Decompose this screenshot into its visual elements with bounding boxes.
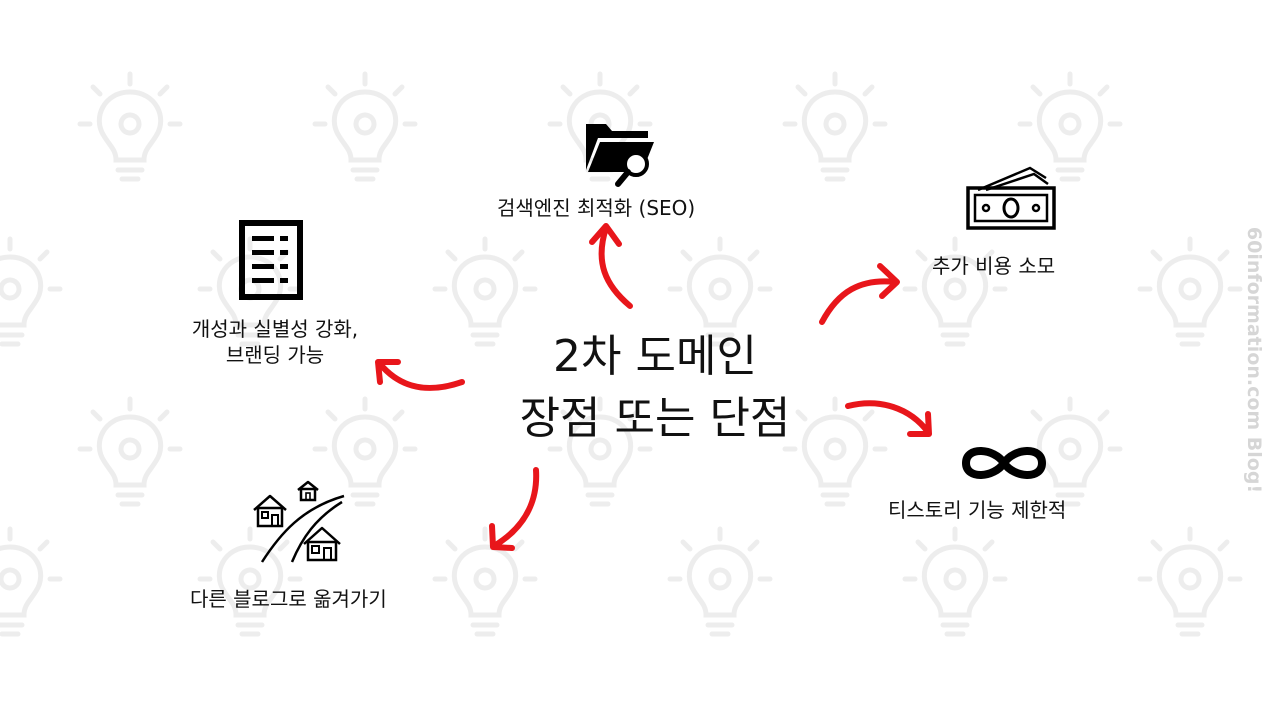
lightbulb-icon — [547, 396, 653, 507]
lightbulb-icon — [902, 236, 1008, 347]
lightbulb-icon — [1137, 236, 1243, 347]
infinity-icon — [962, 447, 1046, 479]
personality-label: 개성과 실별성 강화, 브랜딩 가능 — [160, 316, 390, 368]
lightbulb-icon — [782, 396, 888, 507]
lightbulb-icon — [197, 526, 303, 637]
center-title-line2: 장점 또는 단점 — [519, 393, 791, 444]
lightbulb-icon — [432, 526, 538, 637]
lightbulb-icon — [667, 526, 773, 637]
cost-label: 추가 비용 소모 — [932, 254, 1056, 278]
cash-icon — [966, 166, 1056, 230]
personality-label-line2: 브랜딩 가능 — [225, 343, 325, 367]
tistory-label: 티스토리 기능 제한적 — [888, 498, 1067, 522]
lightbulb-icon — [782, 71, 888, 182]
houses-road-icon — [253, 480, 345, 563]
watermark: 60information.com Blog! — [1243, 226, 1265, 494]
lightbulb-icon — [1017, 71, 1123, 182]
document-list-icon — [239, 220, 303, 300]
lightbulb-icon — [0, 236, 63, 347]
lightbulb-icon — [77, 396, 183, 507]
center-title: 2차 도메인 장점 또는 단점 — [440, 326, 870, 450]
move-label: 다른 블로그로 옮겨가기 — [190, 587, 387, 611]
lightbulb-icon — [312, 71, 418, 182]
lightbulb-icon — [77, 71, 183, 182]
folder-search-icon — [586, 124, 654, 187]
personality-label-line1: 개성과 실별성 강화, — [191, 317, 359, 341]
center-title-line1: 2차 도메인 — [553, 331, 757, 382]
lightbulb-icon — [1137, 526, 1243, 637]
lightbulb-icon — [667, 236, 773, 347]
lightbulb-icon — [0, 526, 63, 637]
lightbulb-icon — [902, 526, 1008, 637]
seo-label: 검색엔진 최적화 (SEO) — [497, 196, 696, 220]
lightbulb-icon — [432, 236, 538, 347]
lightbulb-icon — [312, 396, 418, 507]
